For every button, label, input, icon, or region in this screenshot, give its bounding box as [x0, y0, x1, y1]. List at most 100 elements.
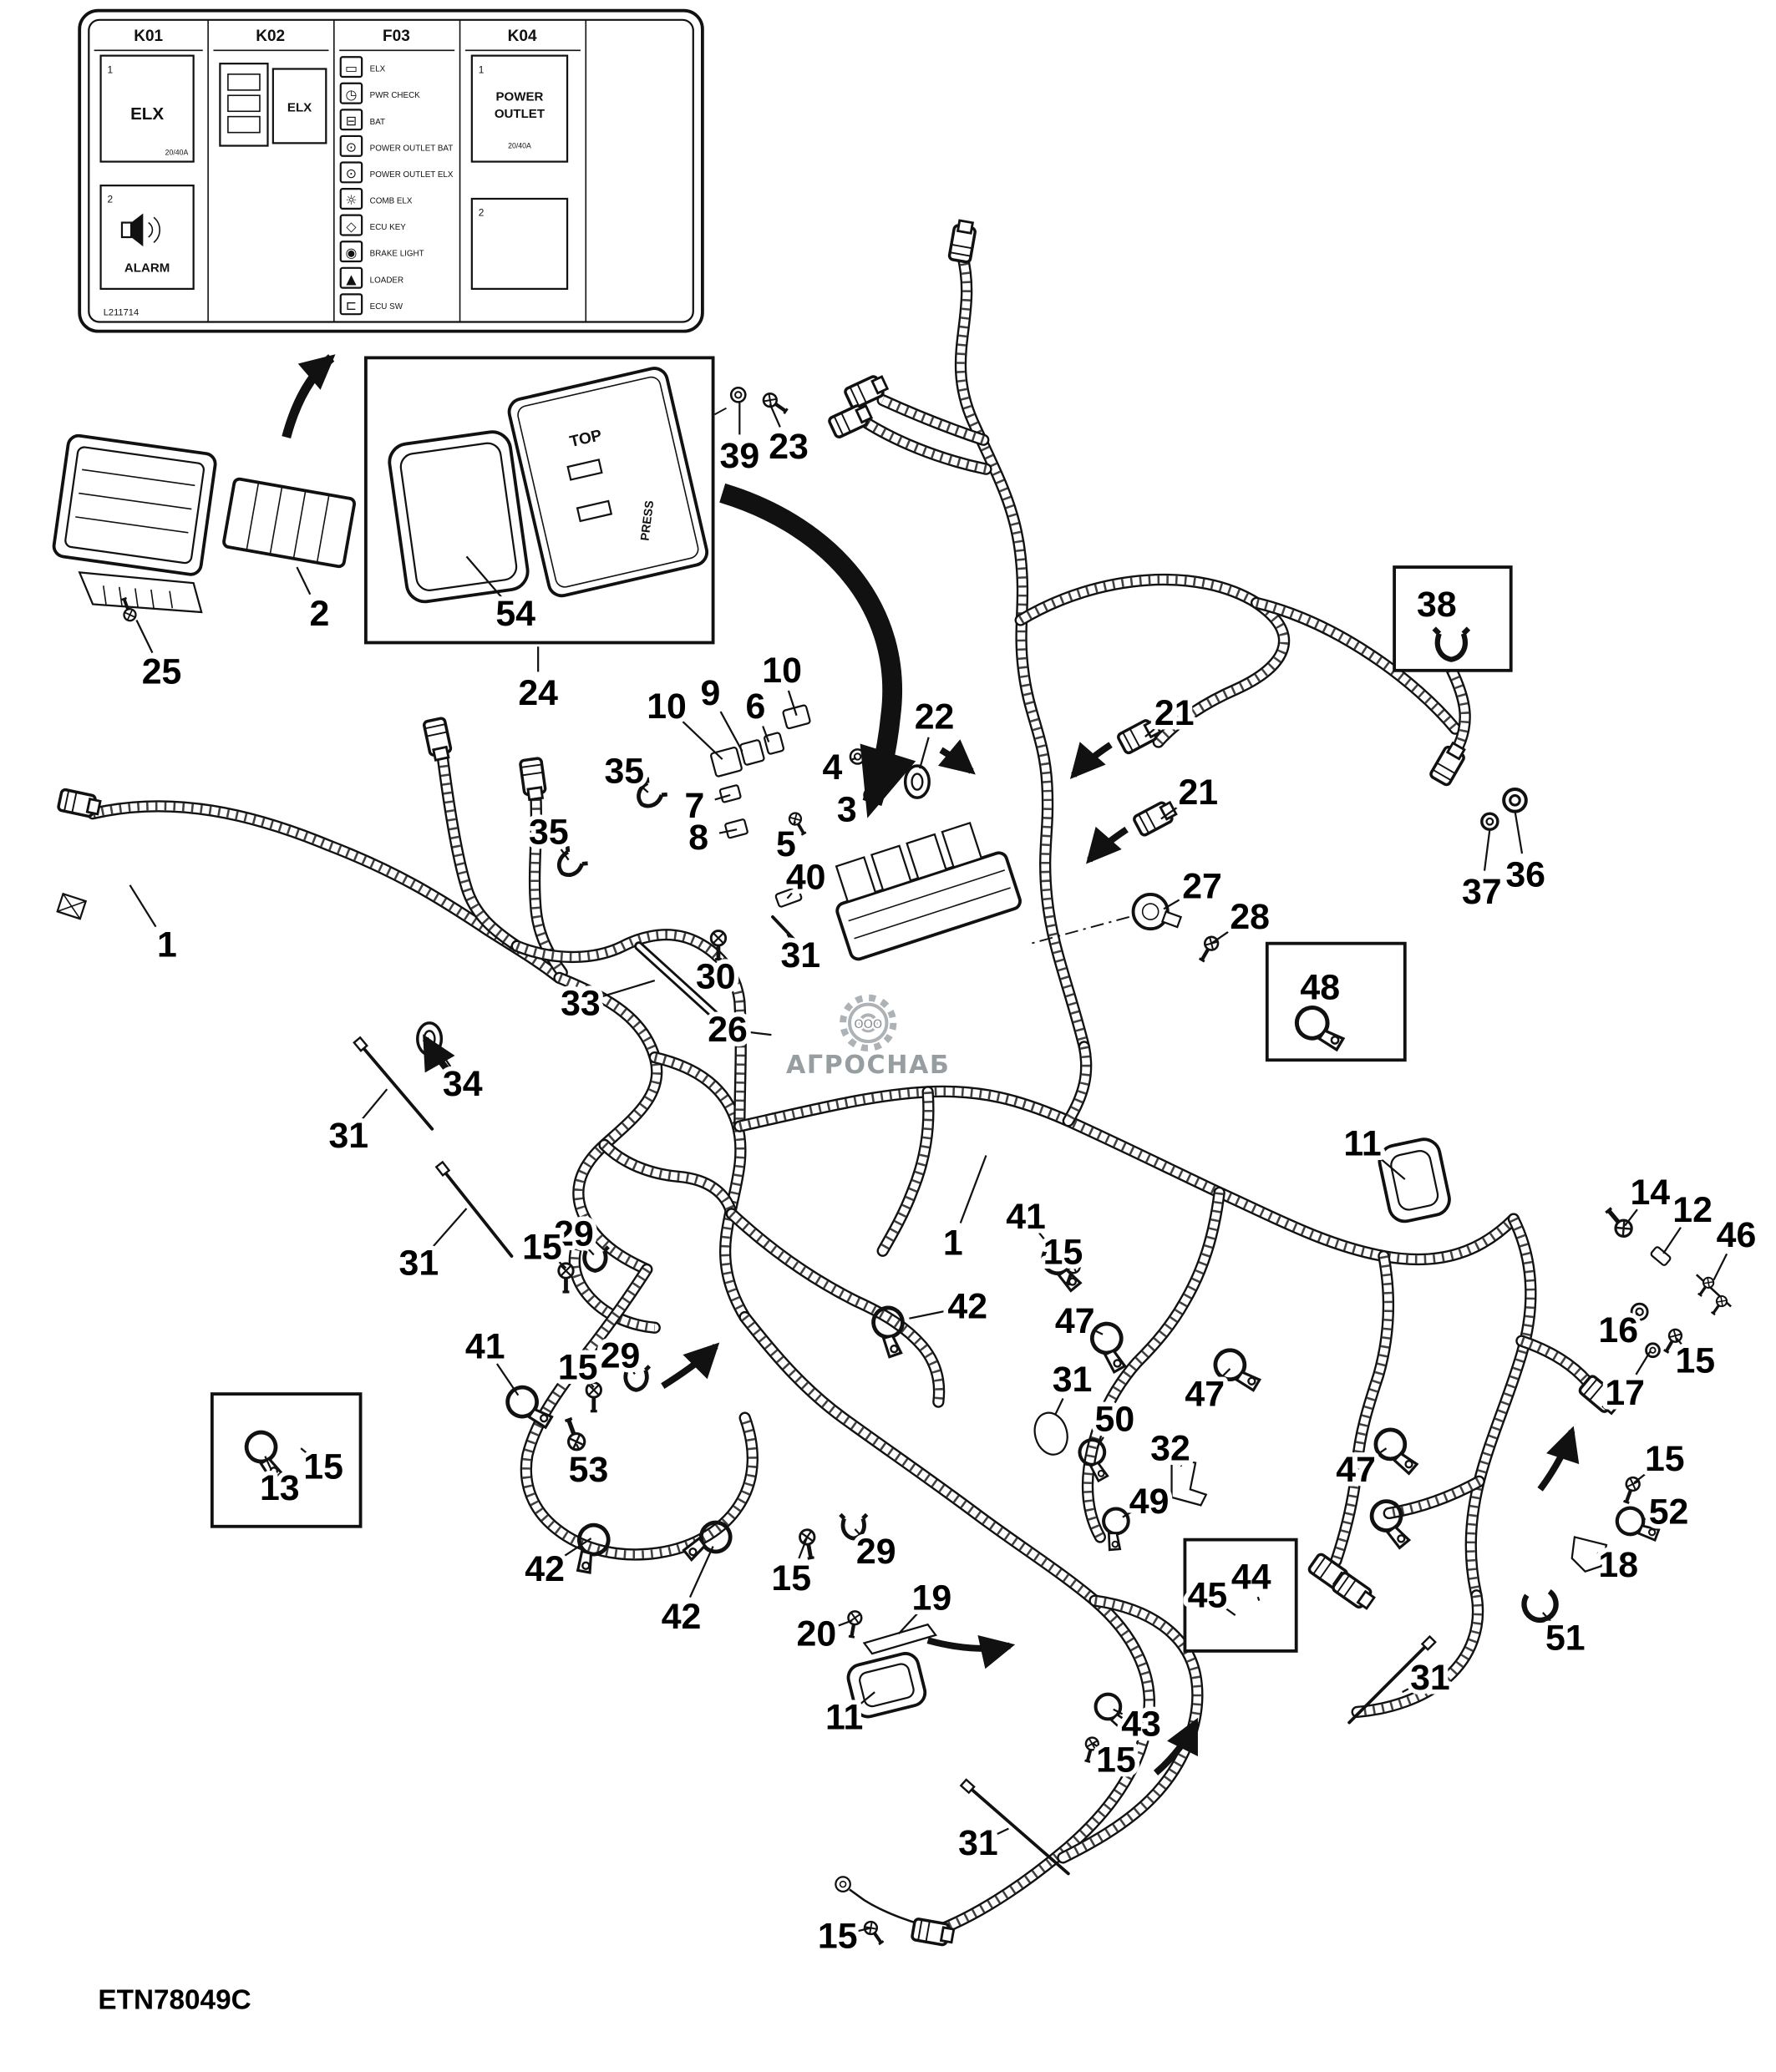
callout-leader: [997, 1827, 1009, 1836]
callout-leader: [1113, 1708, 1124, 1715]
callout-29: 29: [856, 1532, 896, 1572]
callout-leader: [854, 1528, 863, 1538]
callout-leader: [769, 403, 781, 428]
brake-icon: [339, 241, 363, 263]
harness-segment: [1466, 1214, 1535, 1600]
clock-icon: [339, 82, 363, 104]
cable-tie-loop: [1033, 1411, 1068, 1456]
connector: [422, 716, 454, 762]
connector: [826, 400, 875, 440]
callout-leader: [1541, 1612, 1552, 1623]
harness-segment: [728, 1209, 943, 1406]
callout-15: 15: [1096, 1740, 1136, 1780]
callout-21: 21: [1178, 773, 1218, 813]
callout-48: 48: [1300, 967, 1340, 1007]
battery-icon: [339, 109, 363, 131]
callout-7: 7: [684, 786, 704, 826]
harness-segment: [1357, 1594, 1482, 1716]
harness-segment: [878, 396, 988, 444]
callout-30: 30: [696, 957, 736, 997]
fuse-label: ELX: [287, 100, 312, 114]
screw: [761, 391, 789, 416]
harness-segment: [1466, 1217, 1535, 1597]
callout-11: 11: [825, 1698, 863, 1738]
callout-35: 35: [604, 752, 644, 792]
fuse-icon: ▭: [345, 60, 358, 76]
callout-49: 49: [1129, 1482, 1170, 1522]
screw: [845, 1610, 863, 1638]
callout-47: 47: [1055, 1301, 1095, 1341]
harness-segment: [651, 1053, 749, 1321]
harness-segment: [1388, 1477, 1481, 1517]
screw: [799, 1528, 818, 1559]
callout-40: 40: [786, 858, 826, 898]
cap-fitting: [1131, 893, 1183, 931]
watermark-logo: ООО АГРОСНАБ: [783, 994, 953, 1080]
callout-28: 28: [1230, 897, 1270, 937]
callout-12: 12: [1672, 1190, 1713, 1230]
fuse-label: ELX: [130, 104, 164, 124]
callout-leader: [590, 1383, 595, 1388]
connector: [1330, 1569, 1378, 1614]
outlet-icon: ⊙: [346, 139, 357, 155]
callout-leader: [1596, 1552, 1601, 1556]
callout-10: 10: [647, 686, 687, 727]
callout-leader: [681, 720, 723, 760]
gasket: [388, 430, 530, 604]
harness-segment: [557, 974, 661, 1274]
callout-8: 8: [688, 818, 708, 858]
boxed-item-13: [210, 1392, 363, 1528]
bracket: [1170, 1456, 1208, 1507]
callout-leader: [688, 1546, 714, 1598]
harness-segment: [601, 1142, 736, 1215]
callout-leader: [587, 1248, 595, 1256]
callout-50: 50: [1095, 1400, 1135, 1440]
callout-leader: [1256, 1596, 1261, 1601]
callout-leader: [787, 690, 798, 717]
callout-leader: [718, 828, 738, 834]
callout-boxes: [210, 565, 1513, 1653]
callout-27: 27: [1182, 867, 1222, 907]
clock-icon: ◷: [346, 87, 358, 103]
callout-leader: [919, 737, 930, 769]
mount-plate: [1378, 1137, 1451, 1223]
fuse-rating: 20/40A: [165, 149, 189, 157]
callout-leader: [1378, 1156, 1406, 1180]
connector: [1428, 739, 1469, 788]
callout-51: 51: [1545, 1618, 1586, 1658]
callout-15: 15: [771, 1558, 811, 1598]
callout-29: 29: [554, 1213, 594, 1254]
cover-press-label: PRESS: [638, 499, 657, 541]
brake-icon: ◉: [346, 245, 358, 261]
callout-22: 22: [915, 697, 955, 737]
callout-1: 1: [157, 925, 177, 965]
callout-leader: [1071, 1263, 1077, 1270]
callout-leader: [793, 821, 796, 825]
fuse-label: POWER: [495, 90, 543, 104]
cell-number: 1: [108, 63, 114, 75]
callout-52: 52: [1649, 1492, 1689, 1532]
callout-53: 53: [569, 1450, 609, 1490]
fuse-row-label: POWER OUTLET ELX: [370, 170, 454, 180]
connector: [947, 218, 978, 265]
wiring-harness: [86, 248, 1600, 1936]
fuse-row-list: ▭ELX◷PWR CHECK⊟BAT⊙POWER OUTLET BAT⊙POWE…: [339, 56, 454, 316]
callout-leader: [632, 1371, 636, 1375]
fuse-row-label: LOADER: [370, 276, 403, 285]
fuse-row-label: ECU KEY: [370, 223, 407, 232]
callout-15: 15: [558, 1348, 598, 1388]
fuse-icon: [339, 56, 363, 79]
callout-45: 45: [1188, 1576, 1228, 1616]
fuse-rating: 20/40A: [508, 142, 531, 150]
callout-9: 9: [701, 673, 721, 713]
fuse-row-label: PWR CHECK: [370, 91, 421, 100]
callout-leader: [1373, 1447, 1388, 1458]
fuse-row-label: ECU SW: [370, 302, 403, 312]
callout-leader: [865, 795, 870, 800]
cap-nut: [1480, 812, 1499, 831]
callout-47: 47: [1185, 1374, 1225, 1414]
loader-icon: ▲: [346, 271, 357, 287]
harness-segment: [1448, 667, 1469, 755]
relay-fuse-cluster: [710, 704, 811, 839]
